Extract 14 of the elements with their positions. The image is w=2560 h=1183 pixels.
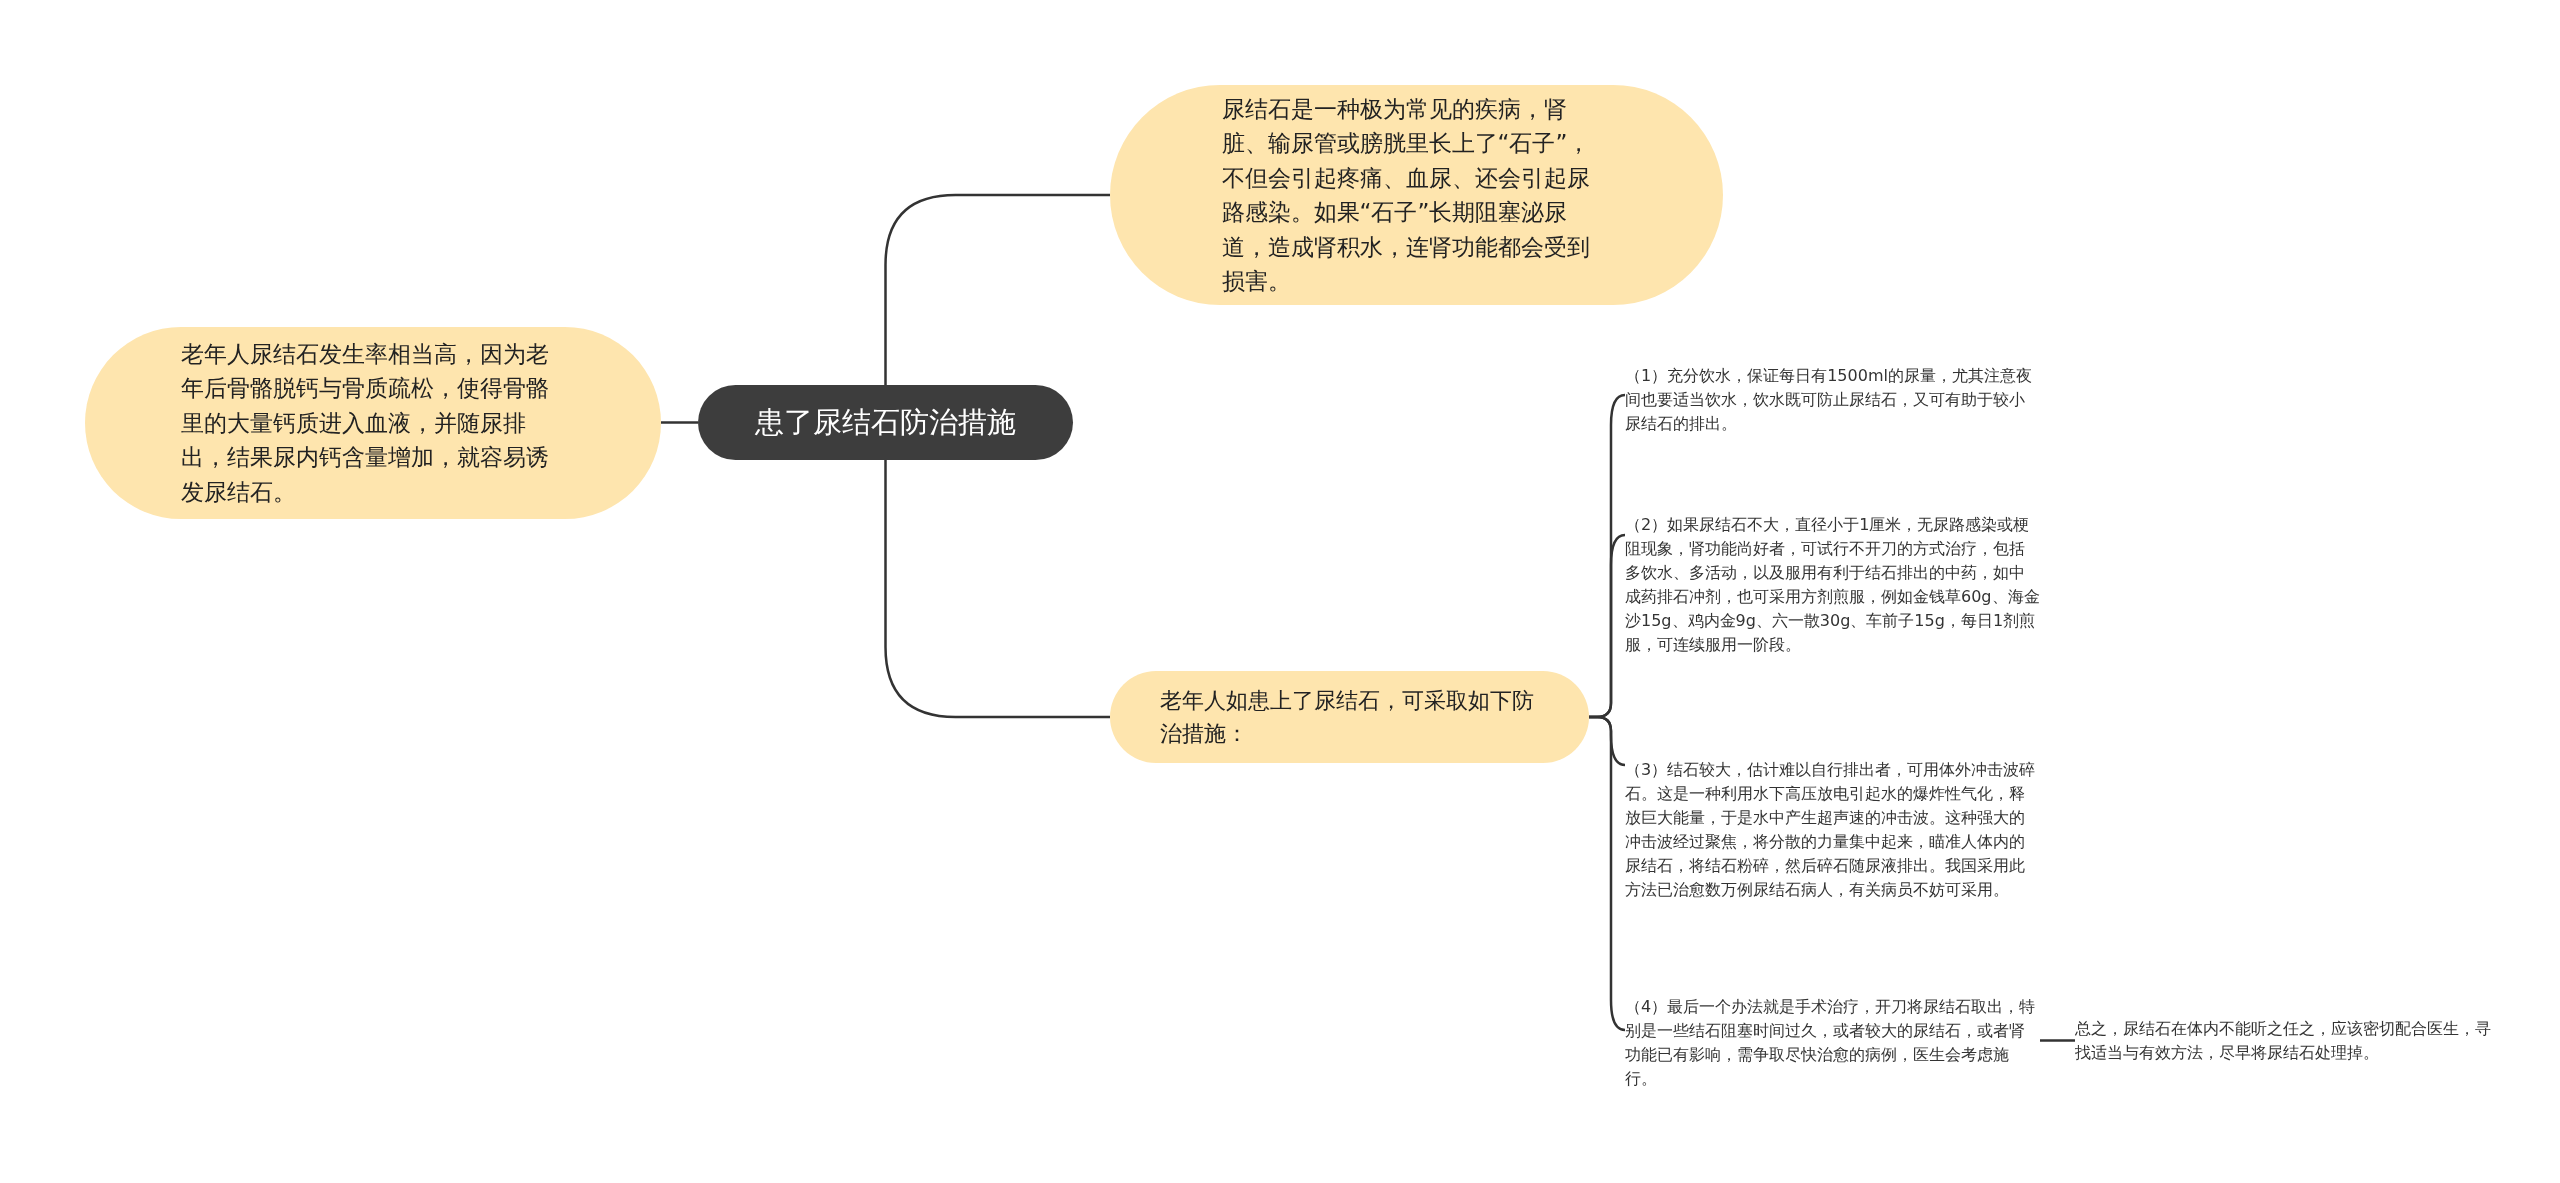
connector-line <box>884 193 1110 385</box>
topic-title: 患了尿结石防治措施 <box>755 403 1016 441</box>
connector-line <box>661 421 698 424</box>
topic-text: 老年人如患上了尿结石，可采取如下防治措施： <box>1159 687 1535 748</box>
connector-line <box>884 460 1110 719</box>
topic-text: 老年人尿结石发生率相当高，因为老年后骨骼脱钙与骨质疏松，使得骨骼里的大量钙质进入血液，并随尿排出，结果尿内钙含量增加，就容易诱发尿结石。 <box>180 339 550 507</box>
connector-line <box>2040 1039 2075 1042</box>
note-text: （3）结石较大，估计难以自行排出者，可用体外冲击波碎石。这是一种利用水下高压放电引起水的爆炸性气化，释放巨大能量，于是水中产生超声速的冲击波。这种强大的冲击波经过聚焦，将分散的力量集中起来，瞄准人体内的尿结石，将结石粉碎，然后碎石随尿液排出。我国采用此方法已治愈数万例尿结石病人，有关病员不妨可采用。 <box>1625 759 2037 901</box>
connector-line <box>1589 715 1626 1032</box>
note-text: （4）最后一个办法就是手术治疗，开刀将尿结石取出，特别是一些结石阻塞时间过久，或者较大的尿结石，或者肾功能已有影响，需争取尽快治愈的病例，医生会考虑施行。 <box>1625 995 2037 1090</box>
note-text: 总之，尿结石在体内不能听之任之，应该密切配合医生，寻找适当与有效方法，尽早将尿结石处理掉。 <box>2075 1017 2492 1064</box>
note-text: （2）如果尿结石不大，直径小于1厘米，无尿路感染或梗阻现象，肾功能尚好者，可试行不开刀的方式治疗，包括多饮水、多活动，以及服用有利于结石排出的中药，如中成药排石冲剂，也可采用方剂煎服，例如金钱草60g、海金沙15g、鸡内金9g、六一散30g、车前子15g，每日1剂煎服，可连续服用一阶段。 <box>1625 514 2040 656</box>
topic-text: 尿结石是一种极为常见的疾病，肾脏、输尿管或膀胱里长上了“石子”，不但会引起疼痛、血尿、还会引起尿路感染。如果“石子”长期阻塞泌尿道，造成肾积水，连肾功能都会受到损害。 <box>1221 94 1592 296</box>
note-text: （1）充分饮水，保证每日有1500ml的尿量，尤其注意夜间也要适当饮水，饮水既可防止尿结石，又可有助于较小尿结石的排出。 <box>1625 365 2033 435</box>
